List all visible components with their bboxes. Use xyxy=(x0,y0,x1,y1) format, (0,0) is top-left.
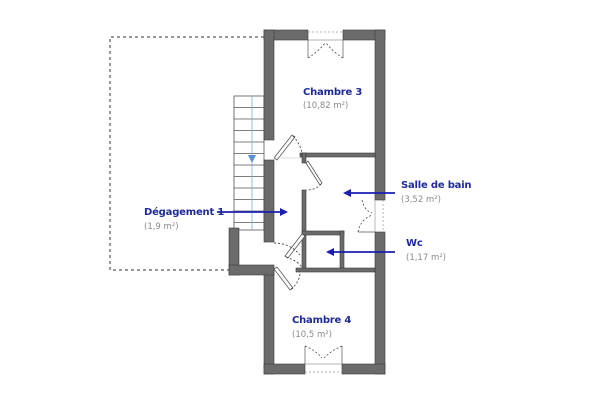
room-area-wc: (1,17 m²) xyxy=(406,253,446,263)
room-name-wc: Wc xyxy=(406,238,423,249)
dashed-outline xyxy=(109,36,264,271)
room-name-chambre-4: Chambre 4 xyxy=(292,315,352,326)
room-area-chambre-3: (10,82 m²) xyxy=(303,101,349,111)
room-area-chambre-4: (10,5 m²) xyxy=(292,330,332,340)
windows xyxy=(304,31,384,373)
stair-direction-arrow-icon xyxy=(248,155,256,163)
room-name-salle-de-bain: Salle de bain xyxy=(401,180,472,191)
room-name-degagement-1: Dégagement 1 xyxy=(144,207,225,218)
staircase xyxy=(233,95,265,231)
label-arrows xyxy=(217,189,395,256)
room-name-chambre-3: Chambre 3 xyxy=(303,87,363,98)
doors xyxy=(273,134,323,291)
walls xyxy=(228,29,386,375)
room-area-degagement-1: (1,9 m²) xyxy=(144,222,179,232)
room-area-salle-de-bain: (3,52 m²) xyxy=(401,195,441,205)
